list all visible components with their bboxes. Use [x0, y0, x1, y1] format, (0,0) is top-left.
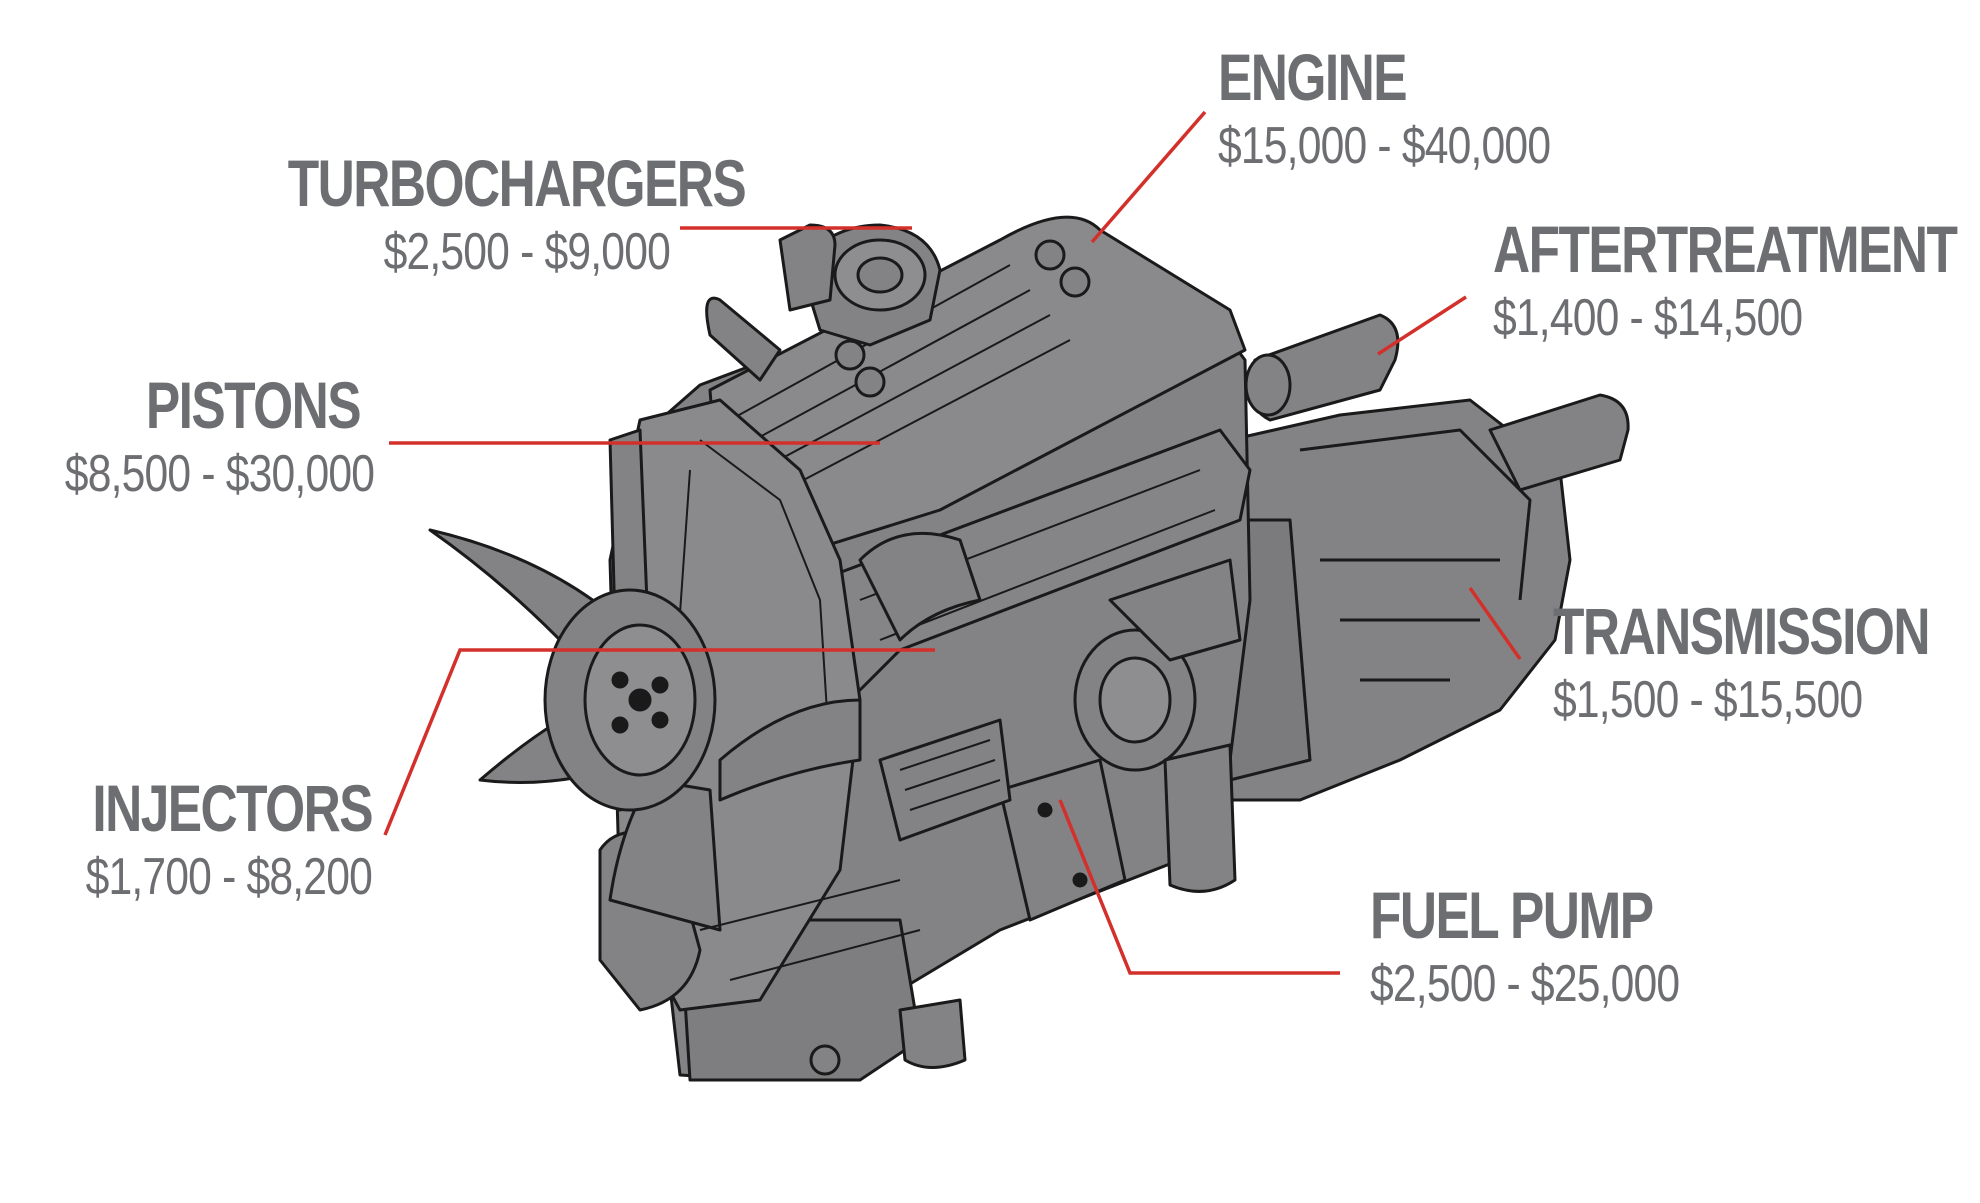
leader-line-injectors — [383, 648, 935, 836]
label-pistons: PISTONS $8,500 - $30,000 — [0, 368, 375, 503]
leader-line-aftertreatment — [1377, 295, 1467, 356]
leader-line-transmission — [1468, 586, 1522, 661]
label-injectors: INJECTORS $1,700 - $8,200 — [0, 771, 374, 906]
component-price: $8,500 - $30,000 — [64, 445, 375, 503]
label-transmission: TRANSMISSION $1,500 - $15,500 — [1553, 598, 1980, 726]
component-price: $1,700 - $8,200 — [85, 848, 373, 906]
fan-blade — [718, 698, 862, 802]
label-aftertreatment: AFTERTREATMENT $1,400 - $14,500 — [1493, 216, 1980, 344]
leader-line-engine — [1090, 110, 1207, 244]
component-name: ENGINE — [1218, 40, 1408, 114]
label-fuel-pump: FUEL PUMP $2,500 - $25,000 — [1370, 882, 1747, 1010]
component-price: $2,500 - $9,000 — [383, 223, 671, 281]
label-turbochargers: TURBOCHARGERS $2,500 - $9,000 — [180, 146, 747, 281]
component-name: FUEL PUMP — [1370, 878, 1654, 952]
component-name: TRANSMISSION — [1553, 594, 1931, 668]
engine-drawing — [428, 215, 1630, 1082]
oil-filter — [898, 998, 967, 1069]
component-name: TURBOCHARGERS — [287, 146, 747, 220]
transmission-housing — [1228, 398, 1572, 802]
component-price: $2,500 - $25,000 — [1370, 955, 1680, 1013]
component-price: $15,000 - $40,000 — [1218, 117, 1551, 175]
fuel-filter — [1163, 743, 1237, 893]
label-engine: ENGINE $15,000 - $40,000 — [1218, 44, 1623, 172]
component-name: INJECTORS — [92, 771, 373, 845]
component-name: AFTERTREATMENT — [1493, 212, 1958, 286]
component-name: PISTONS — [145, 368, 362, 442]
leader-lines — [383, 110, 1522, 975]
transmission-output — [1488, 393, 1630, 492]
leader-line-fuel-pump — [1058, 799, 1340, 975]
component-price: $1,500 - $15,500 — [1553, 671, 1863, 729]
component-price: $1,400 - $14,500 — [1493, 289, 1803, 347]
